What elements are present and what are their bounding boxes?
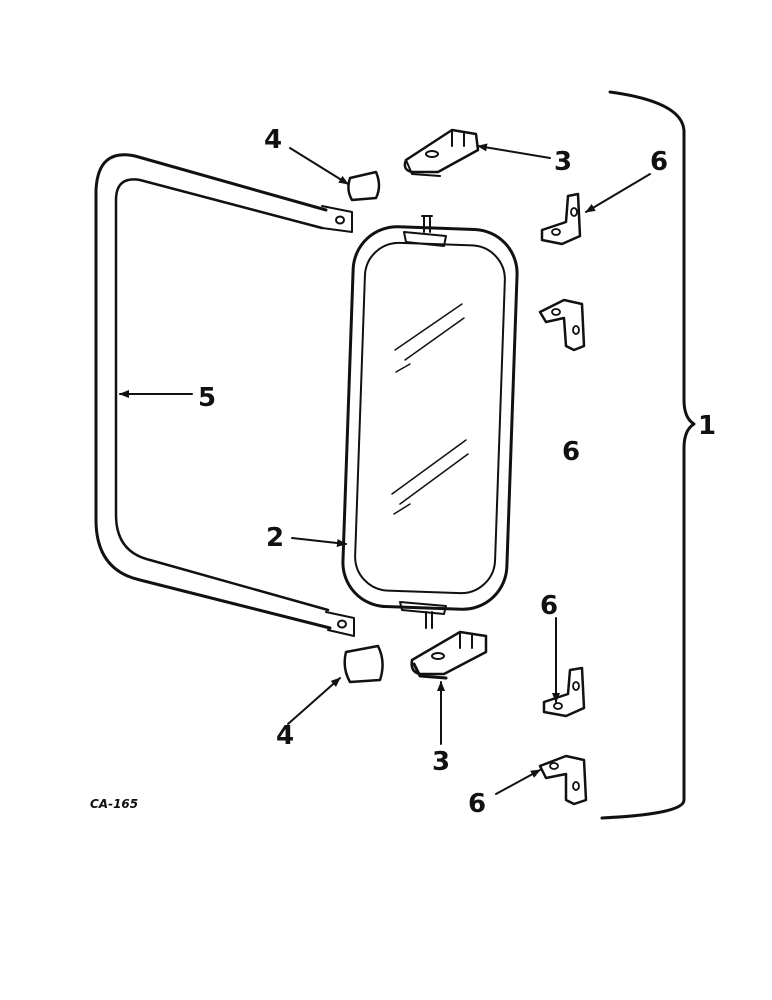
callout-4-top: 4 <box>264 125 282 155</box>
callout-1: 1 <box>698 411 716 441</box>
callout-6-b: 6 <box>562 437 580 467</box>
callout-6-a: 6 <box>650 147 668 177</box>
cap-bottom <box>343 644 384 684</box>
callout-2: 2 <box>266 523 284 553</box>
mirror-head <box>341 215 519 629</box>
callout-3-bottom: 3 <box>432 747 450 777</box>
assembly-brace <box>600 90 696 820</box>
callout-4-bottom: 4 <box>276 721 294 751</box>
callout-6-d: 6 <box>468 789 486 819</box>
clamp-bottom <box>410 630 488 680</box>
leader-arrows <box>119 143 651 795</box>
bracket-d <box>538 754 588 806</box>
callout-5: 5 <box>198 383 216 413</box>
bracket-c <box>542 666 586 718</box>
mirror-arm <box>94 153 355 637</box>
clamp-top <box>403 128 480 177</box>
bracket-b <box>538 298 586 352</box>
bracket-a <box>540 192 582 246</box>
callout-6-c: 6 <box>540 591 558 621</box>
drawing-code: CA-165 <box>90 797 138 811</box>
cap-top <box>347 170 381 202</box>
callout-3-top: 3 <box>554 147 572 177</box>
